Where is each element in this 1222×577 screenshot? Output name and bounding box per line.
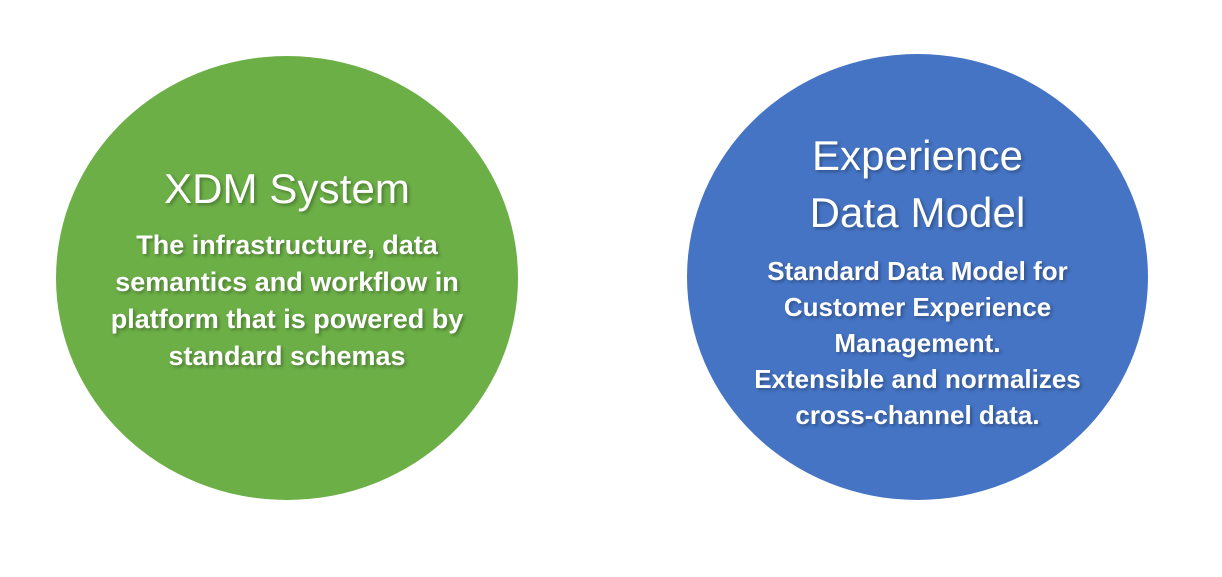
concept-circle-experience-data-model[interactable]: Experience Data Model Standard Data Mode… bbox=[687, 54, 1148, 500]
concept-circle-xdm-system[interactable]: XDM System The infrastructure, data sema… bbox=[56, 56, 518, 500]
concept-description-xdm-system: The infrastructure, data semantics and w… bbox=[110, 230, 464, 371]
concept-title-xdm-system: XDM System bbox=[163, 165, 411, 212]
concept-description-experience-data-model: Standard Data Model for Customer Experie… bbox=[754, 256, 1081, 430]
concept-title-experience-data-model: Experience Data Model bbox=[809, 132, 1026, 236]
